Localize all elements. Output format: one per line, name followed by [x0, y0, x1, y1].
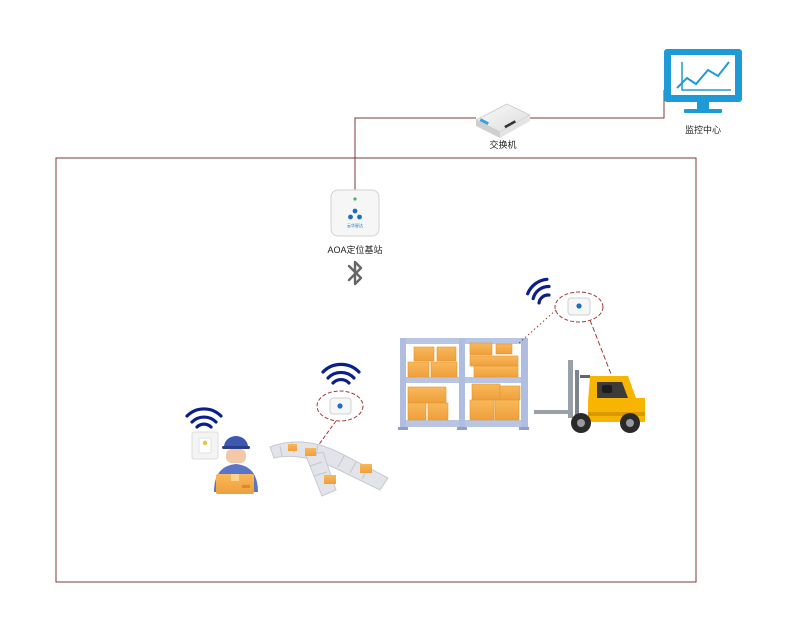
wifi-signal-icon: [185, 407, 223, 429]
base-station-label: AOA定位基站: [327, 244, 382, 255]
aoa-base-station-icon: 云华星达: [330, 189, 380, 237]
base-station-logo-text: 云华星达: [347, 222, 363, 228]
asset-tag-icon: [554, 291, 604, 323]
warehouse-shelf-icon: [398, 338, 529, 430]
switch-to-monitor-link: [530, 90, 665, 119]
badge-tag-icon: [191, 431, 219, 460]
tag-association-line: [589, 319, 612, 375]
base-to-switch-link: [354, 117, 476, 190]
network-switch-icon: [475, 103, 531, 138]
warehouse-zone-border: [55, 157, 697, 583]
bluetooth-icon: [347, 260, 363, 286]
wifi-signal-icon: [321, 362, 361, 385]
tag-association-line: [517, 309, 557, 345]
worker-icon: [214, 436, 258, 494]
monitor-chart-icon: [664, 49, 742, 113]
forklift-icon: [534, 360, 645, 433]
wifi-signal-icon: [526, 277, 551, 305]
monitor-label: 监控中心: [685, 124, 721, 135]
switch-label: 交换机: [489, 139, 516, 150]
conveyor-belt-icon: [269, 441, 389, 497]
tag-association-line: [311, 420, 337, 455]
asset-tag-icon: [316, 390, 364, 422]
